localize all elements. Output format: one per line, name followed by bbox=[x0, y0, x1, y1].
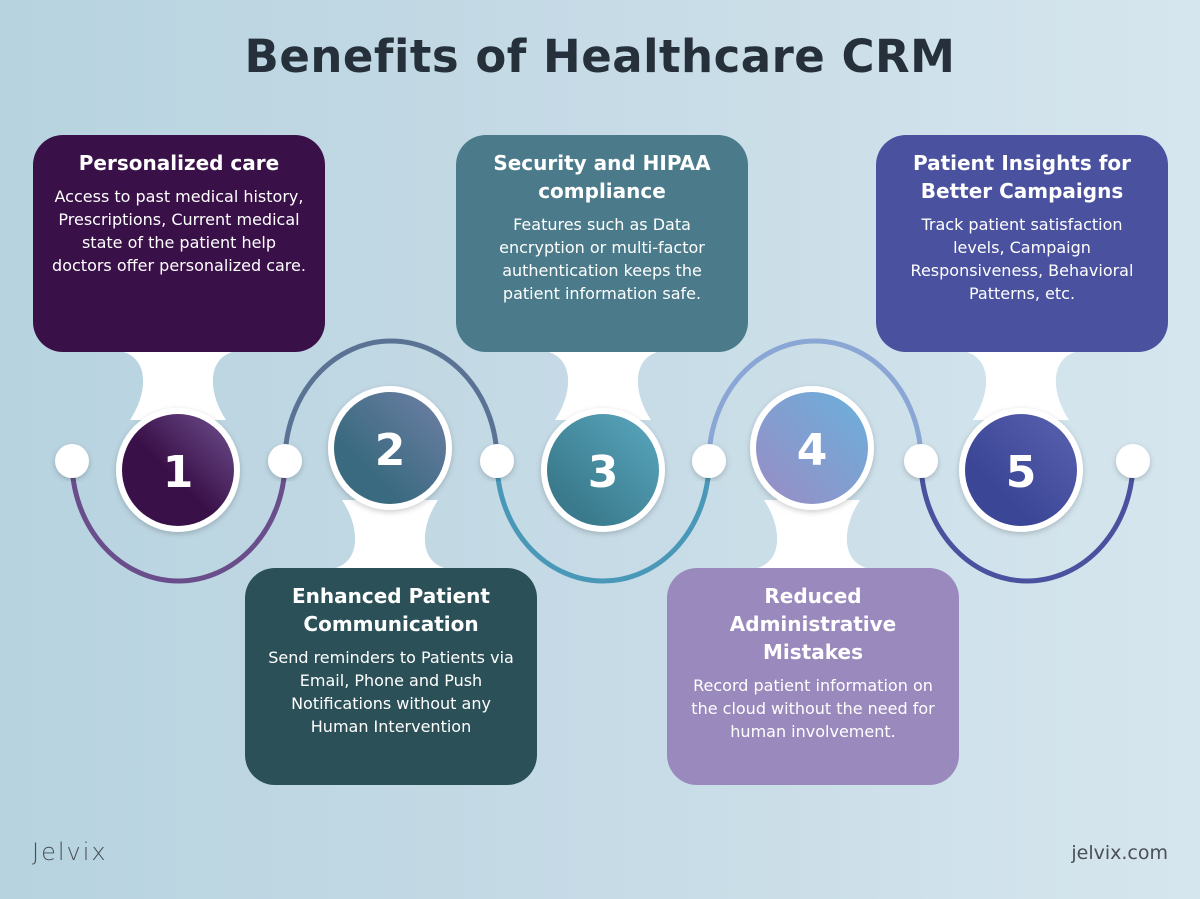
step-2-number: 2 bbox=[375, 425, 406, 476]
arc-5 bbox=[918, 460, 1136, 584]
step-5-text: Track patient satisfaction levels, Campa… bbox=[910, 215, 1134, 303]
step-3-text: Features such as Data encryption or mult… bbox=[499, 215, 705, 303]
step-1-badge bbox=[122, 414, 234, 526]
step-4-card: Reduced Administrative Mistakes Record p… bbox=[667, 568, 959, 785]
step-1-card: Personalized care Access to past medical… bbox=[33, 135, 325, 352]
step-5-badge bbox=[965, 414, 1077, 526]
arc-4 bbox=[706, 338, 924, 462]
step-4-badge bbox=[756, 392, 868, 504]
step-3-card: Security and HIPAA compliance Features s… bbox=[456, 135, 748, 352]
arc-2 bbox=[282, 338, 500, 462]
timeline-dot bbox=[268, 444, 302, 478]
step-2-badge bbox=[334, 392, 446, 504]
step-5-number: 5 bbox=[1006, 447, 1037, 498]
connector-1 bbox=[110, 350, 246, 420]
step-1-heading: Personalized care bbox=[78, 151, 280, 175]
arc-3 bbox=[494, 460, 712, 584]
step-4-number: 4 bbox=[797, 425, 828, 476]
step-1-text: Access to past medical history, Prescrip… bbox=[52, 187, 306, 275]
step-3-heading: Security and HIPAA compliance bbox=[493, 151, 711, 203]
step-5-card: Patient Insights for Better Campaigns Tr… bbox=[876, 135, 1168, 352]
connector-3 bbox=[535, 350, 671, 420]
timeline-dot bbox=[904, 444, 938, 478]
step-2-text: Send reminders to Patients via Email, Ph… bbox=[268, 648, 514, 736]
step-3-badge bbox=[547, 414, 659, 526]
step-5-heading: Patient Insights for Better Campaigns bbox=[912, 151, 1132, 203]
step-3-number: 3 bbox=[588, 447, 619, 498]
connector-5 bbox=[953, 350, 1089, 420]
timeline-dot bbox=[55, 444, 89, 478]
step-4-heading: Reduced Administrative Mistakes bbox=[729, 584, 897, 664]
timeline-dot bbox=[692, 444, 726, 478]
jelvix-logo: Jelvix bbox=[32, 838, 108, 866]
arc-1 bbox=[69, 460, 288, 584]
step-2-heading: Enhanced Patient Communication bbox=[292, 584, 490, 636]
timeline-dot bbox=[1116, 444, 1150, 478]
step-1-number: 1 bbox=[163, 447, 194, 498]
connector-2 bbox=[322, 500, 458, 570]
connector-4 bbox=[744, 500, 880, 570]
step-4-text: Record patient information on the cloud … bbox=[691, 676, 935, 741]
timeline-dot bbox=[480, 444, 514, 478]
step-2-card: Enhanced Patient Communication Send remi… bbox=[245, 568, 537, 785]
page-title: Benefits of Healthcare CRM bbox=[244, 30, 956, 83]
website-link: jelvix.com bbox=[1071, 842, 1168, 864]
